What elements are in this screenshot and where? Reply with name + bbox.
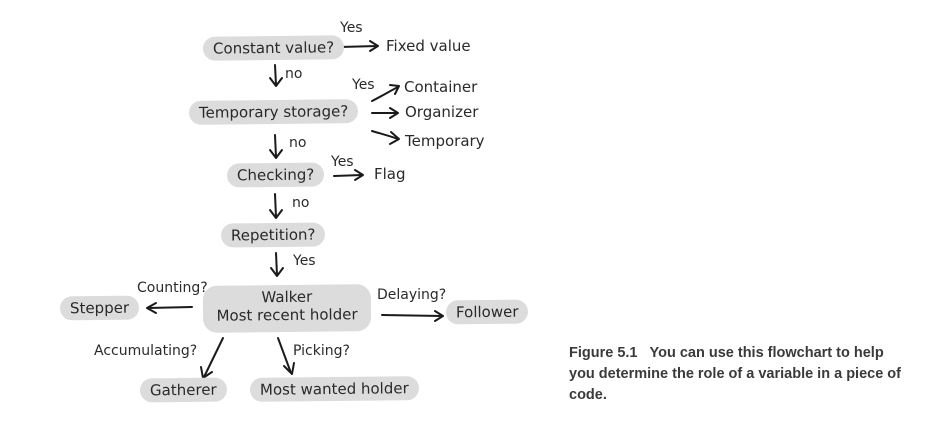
arrow-walker-to-gatherer [200,337,224,379]
label-yes-checking: Yes [331,154,354,170]
node-most-recent-label: Most recent holder [216,305,358,325]
label-accumulating: Accumulating? [94,343,198,359]
outcome-temporary: Temporary [405,132,485,150]
node-walker-label: Walker [261,287,313,307]
arrow-checking-to-flag [333,169,364,181]
arrow-temp-to-temporary [371,130,400,145]
arrow-constant-down [269,64,283,87]
label-yes-repetition: Yes [293,253,316,269]
node-temporary-storage: Temporary storage? [188,99,359,125]
outcome-fixed-value: Fixed value [386,37,471,55]
outcome-container: Container [404,78,478,96]
node-follower: Follower [445,299,529,325]
figure-caption-text: You can use this flowchart to help you d… [569,345,901,403]
label-no-checking: no [292,195,310,211]
label-yes-temporary: Yes [352,77,375,93]
figure-number: Figure 5.1 [569,345,638,361]
node-stepper: Stepper [59,295,140,321]
label-no-constant: no [285,66,303,82]
arrow-walker-to-stepper [146,302,193,314]
arrow-repetition-down [270,252,284,277]
node-repetition: Repetition? [220,222,326,248]
arrow-walker-to-follower [381,310,444,322]
node-most-wanted-holder: Most wanted holder [249,376,419,402]
arrow-temp-to-container [371,84,400,102]
arrow-temp-to-organizer [371,107,399,119]
arrow-temp-down [269,134,283,159]
arrow-checking-down [269,193,283,219]
node-constant-value: Constant value? [202,35,345,61]
label-yes-constant: Yes [340,20,363,36]
arrow-walker-to-mostwanted [277,337,295,375]
arrow-constant-to-fixed [339,40,379,52]
node-walker-most-recent: Walker Most recent holder [202,284,372,333]
label-counting: Counting? [137,280,208,296]
label-delaying: Delaying? [377,287,447,303]
label-no-temporary: no [289,135,307,151]
node-gatherer: Gatherer [139,377,227,403]
node-checking: Checking? [226,162,325,188]
outcome-flag: Flag [374,165,406,183]
label-picking: Picking? [293,343,350,359]
outcome-organizer: Organizer [405,103,479,121]
